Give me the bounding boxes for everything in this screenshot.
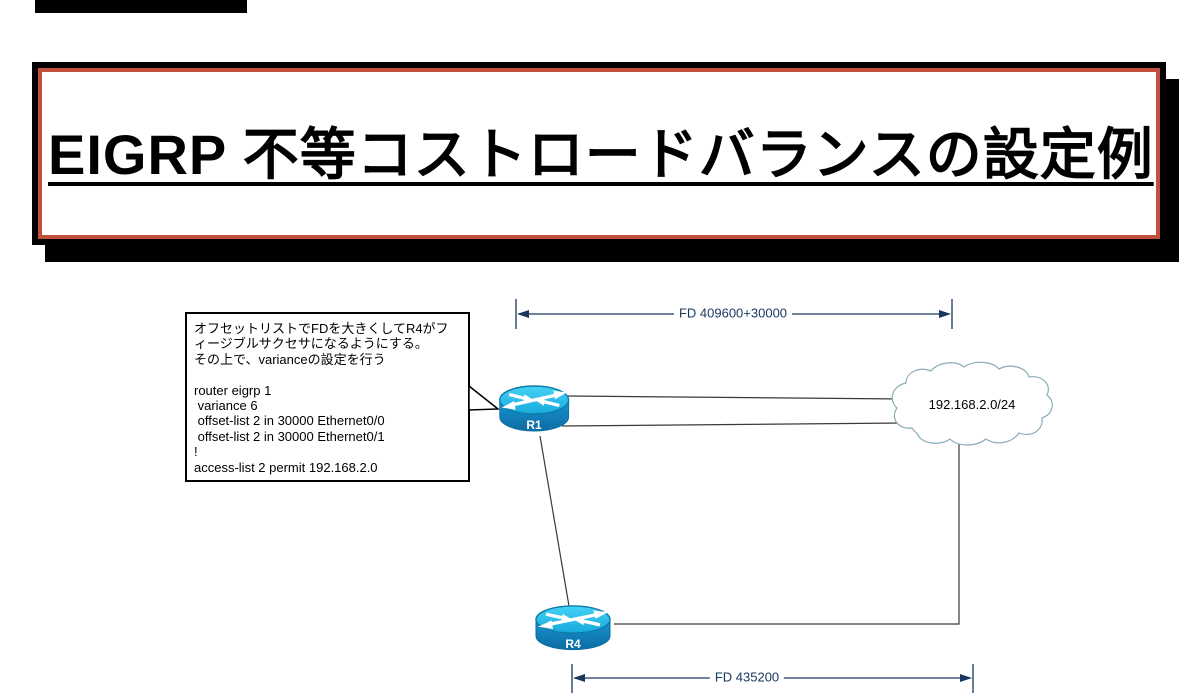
- cloud-network-label: 192.168.2.0/24: [929, 397, 1016, 412]
- callout-line: offset-list 2 in 30000 Ethernet0/0: [194, 413, 385, 429]
- callout-line: variance 6: [194, 398, 258, 414]
- router-r1-label: R1: [526, 418, 542, 432]
- title-banner: EIGRP 不等コストロードバランスの設定例: [32, 62, 1166, 245]
- callout-pointer: [468, 384, 501, 411]
- callout-line: オフセットリストでFDを大きくしてR4がフ: [194, 321, 449, 336]
- callout-line: access-list 2 permit 192.168.2.0: [194, 459, 378, 475]
- page-title: EIGRP 不等コストロードバランスの設定例: [48, 123, 1154, 186]
- callout-line: その上で、varianceの設定を行う: [194, 351, 386, 367]
- link-r1-cloud-lower: [561, 422, 902, 427]
- title-banner-inner-border: EIGRP 不等コストロードバランスの設定例: [38, 68, 1160, 239]
- top-left-black-bar: [35, 0, 247, 13]
- network-cloud: 192.168.2.0/24: [891, 361, 1053, 446]
- dimension-bottom-label: FD 435200: [709, 669, 785, 685]
- callout-line: !: [194, 444, 198, 460]
- router-r4-icon: R4: [534, 604, 612, 652]
- callout-line: router eigrp 1: [194, 382, 272, 398]
- link-r1-r4: [539, 435, 570, 607]
- link-cloud-r4: [614, 442, 960, 625]
- link-r1-cloud-upper: [567, 395, 904, 400]
- callout-line: offset-list 2 in 30000 Ethernet0/1: [194, 428, 385, 444]
- dimension-top-label: FD 409600+30000: [673, 305, 793, 321]
- router-r4-label: R4: [565, 637, 581, 651]
- cloud-shape: [891, 361, 1053, 446]
- router-r1-icon: R1: [498, 384, 571, 433]
- callout-line: ィージブルサクセサになるようにする。: [194, 336, 428, 352]
